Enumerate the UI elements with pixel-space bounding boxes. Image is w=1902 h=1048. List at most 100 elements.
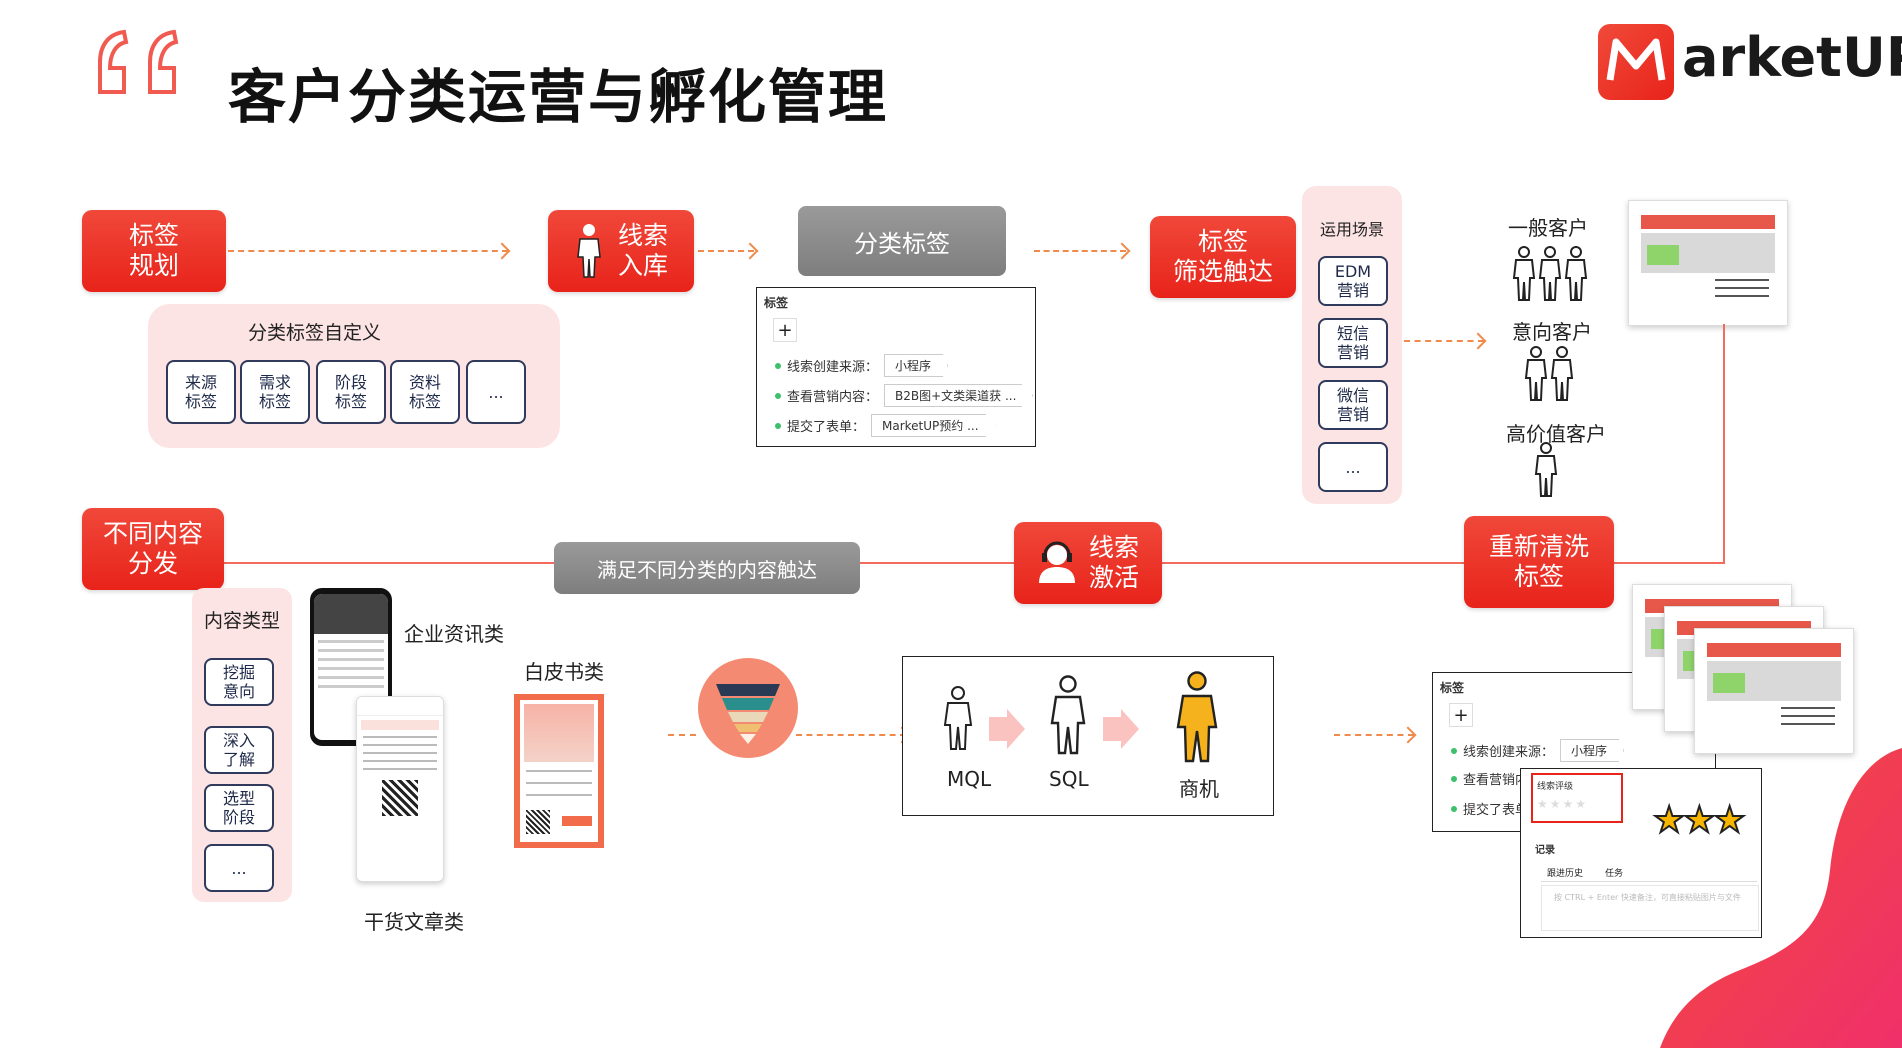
funnel-icon: [698, 658, 798, 758]
phone-mockup-article: [356, 696, 444, 882]
connector-line: [796, 734, 906, 736]
tag-row: 线索创建来源：小程序: [775, 354, 949, 377]
content-type-title: 内容类型: [204, 610, 281, 632]
tag-chip: B2B图+文类渠道获 ...: [884, 384, 1034, 407]
rating-empty-stars: ★★★★: [1537, 797, 1589, 811]
quote-mark-icon: [98, 29, 179, 94]
connector-line: [1334, 734, 1414, 736]
category-tags-pill: 分类标签: [798, 206, 1006, 276]
tag-chip: 小程序: [884, 354, 949, 377]
scenario-panel: 运用场景 EDM 营销 短信 营销 微信 营销 ...: [1302, 186, 1402, 504]
record-tabs: 跟进历史 任务: [1541, 863, 1757, 882]
tab-follow-history[interactable]: 跟进历史: [1547, 869, 1584, 879]
stage-tag[interactable]: 阶段 标签: [316, 360, 386, 424]
status-dot: [1451, 747, 1457, 754]
content-distribution-box: 不同内容 分发: [82, 508, 224, 590]
status-dot: [775, 422, 781, 429]
logo-text: arketUP: [1682, 26, 1902, 89]
dig-intent-tag[interactable]: 挖掘 意向: [204, 658, 274, 706]
qr-code: [526, 810, 550, 834]
logo-m-icon: [1606, 38, 1666, 81]
panel-title: 分类标签自定义: [248, 322, 382, 344]
person-icon: [943, 686, 973, 750]
tag-planning-box: 标签 规划: [82, 210, 226, 292]
status-dot: [775, 362, 781, 369]
whitepaper-thumbnail: [514, 694, 604, 848]
note-input[interactable]: 按 CTRL + Enter 快速备注，可直接粘贴图片与文件: [1541, 885, 1759, 931]
re-tag-box: 重新清洗 标签: [1464, 516, 1614, 608]
arrow-icon: [1399, 726, 1417, 744]
return-line-vertical: [1723, 324, 1725, 562]
lead-stage-frame: MQL SQL 商机: [902, 656, 1274, 816]
opportunity-person-icon: [1176, 671, 1218, 763]
deep-understand-tag[interactable]: 深入 了解: [204, 726, 274, 774]
arrow-icon: [1469, 332, 1487, 350]
decorative-corner-shape: [1660, 748, 1902, 1048]
tag-filter-box: 标签 筛选触达: [1150, 216, 1296, 298]
connector-line: [1034, 250, 1126, 252]
scenario-title: 运用场景: [1320, 220, 1385, 239]
add-tag-button[interactable]: +: [773, 318, 797, 342]
add-tag-button[interactable]: +: [1449, 703, 1473, 727]
qr-code: [382, 780, 418, 816]
lead-activation-box: 线索 激活: [1014, 522, 1162, 604]
general-customer-label: 一般客户: [1508, 216, 1588, 240]
connector-line: [698, 250, 754, 252]
lead-storage-box: 线索 入库: [548, 210, 694, 292]
tag-row: 查看营销内容：B2B图+文类渠道获 ...: [775, 384, 1034, 407]
web-page-thumbnail: [1628, 200, 1788, 326]
content-type-panel: 内容类型 挖掘 意向 深入 了解 选型 阶段 ...: [192, 588, 292, 902]
stage-arrow-icon: [989, 709, 1025, 749]
content-reach-pill: 满足不同分类的内容触达: [554, 542, 860, 594]
more-tag[interactable]: ...: [466, 360, 526, 424]
arrow-icon: [493, 242, 511, 260]
sms-tag[interactable]: 短信 营销: [1318, 318, 1388, 368]
mql-label: MQL: [947, 767, 992, 791]
enterprise-news-label: 企业资讯类: [404, 622, 504, 646]
star-rating[interactable]: ★★★: [1652, 800, 1747, 841]
selection-stage-tag[interactable]: 选型 阶段: [204, 784, 274, 832]
tab-tasks[interactable]: 任务: [1605, 869, 1624, 879]
tag-card-title: 标签: [1440, 681, 1465, 695]
demand-tag[interactable]: 需求 标签: [240, 360, 310, 424]
material-tag[interactable]: 资料 标签: [390, 360, 460, 424]
edm-tag[interactable]: EDM 营销: [1318, 256, 1388, 306]
status-dot: [1451, 775, 1457, 782]
logo-mark: [1598, 24, 1674, 100]
connector-line: [228, 250, 508, 252]
intent-customer-label: 意向客户: [1512, 320, 1592, 344]
arrow-icon: [741, 242, 759, 260]
tag-row: 查看营销内: [1451, 769, 1528, 788]
tag-card: 标签 + 线索创建来源：小程序 查看营销内容：B2B图+文类渠道获 ... 提交…: [756, 287, 1036, 447]
tag-card-title: 标签: [764, 296, 789, 310]
articles-label: 干货文章类: [364, 910, 464, 934]
people-pair-icon: [1524, 346, 1574, 401]
lead-rating-card: 线索评级 ★★★★ ★★★ 记录 跟进历史 任务 按 CTRL + Enter …: [1520, 768, 1762, 938]
more-scenario-tag[interactable]: ...: [1318, 442, 1388, 492]
brand-logo: arketUP: [1598, 24, 1902, 100]
opportunity-label: 商机: [1179, 777, 1219, 801]
wechat-tag[interactable]: 微信 营销: [1318, 380, 1388, 430]
return-line-horizontal: [222, 562, 1725, 564]
whitepaper-label: 白皮书类: [524, 660, 604, 684]
custom-tag-panel: 分类标签自定义 来源 标签 需求 标签 阶段 标签 资料 标签 ...: [148, 304, 560, 448]
arrow-icon: [1113, 242, 1131, 260]
high-value-customer-label: 高价值客户: [1506, 422, 1606, 446]
rating-box: 线索评级 ★★★★: [1531, 773, 1623, 823]
sql-label: SQL: [1049, 767, 1089, 791]
web-page-thumbnail: [1694, 628, 1854, 754]
tag-row: 线索创建来源：小程序: [1451, 739, 1625, 762]
tag-row: 提交了表单: [1451, 799, 1528, 818]
more-content-tag[interactable]: ...: [204, 844, 274, 892]
stage-arrow-icon: [1103, 709, 1139, 749]
support-agent-icon: [1038, 541, 1075, 583]
tag-chip: MarketUP预约 ...: [871, 414, 996, 437]
person-icon: [1534, 442, 1558, 497]
status-dot: [1451, 805, 1457, 812]
connector-line: [1404, 340, 1484, 342]
person-icon: [577, 224, 601, 278]
source-tag[interactable]: 来源 标签: [166, 360, 236, 424]
person-icon: [1050, 675, 1086, 755]
people-group-icon: [1512, 246, 1588, 301]
page-title: 客户分类运营与孵化管理: [228, 63, 889, 131]
